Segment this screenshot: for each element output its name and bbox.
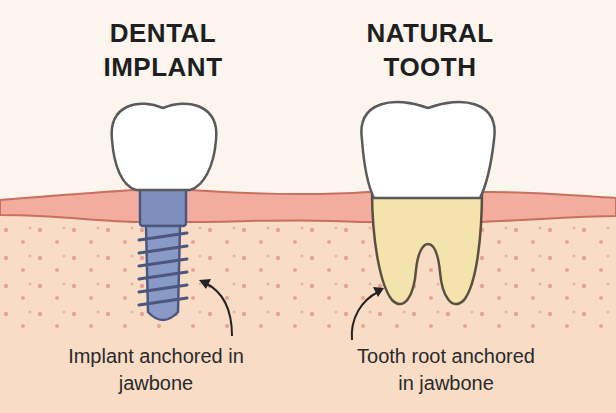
leader-line <box>205 283 232 336</box>
screw-thread <box>139 272 187 279</box>
arrowhead <box>199 279 211 289</box>
jawbone <box>0 215 616 413</box>
screw-thread <box>139 233 187 240</box>
tooth-crown <box>361 102 494 198</box>
heading: DENTAL IMPLANT <box>73 16 253 84</box>
caption: Tooth root anchored in jawbone <box>348 343 544 397</box>
heading: NATURAL TOOTH <box>340 16 520 84</box>
arrowhead <box>373 287 384 297</box>
bone-texture <box>0 215 616 335</box>
screw-thread <box>139 298 187 305</box>
screw-thread <box>139 246 187 253</box>
screw-thread <box>139 285 187 292</box>
leader-line <box>352 292 378 340</box>
implant-crown <box>112 104 217 190</box>
gum <box>0 190 616 222</box>
screw-thread <box>139 259 187 266</box>
tooth-root <box>372 190 482 304</box>
implant-screw <box>139 186 187 320</box>
caption: Implant anchored in jawbone <box>56 343 256 397</box>
